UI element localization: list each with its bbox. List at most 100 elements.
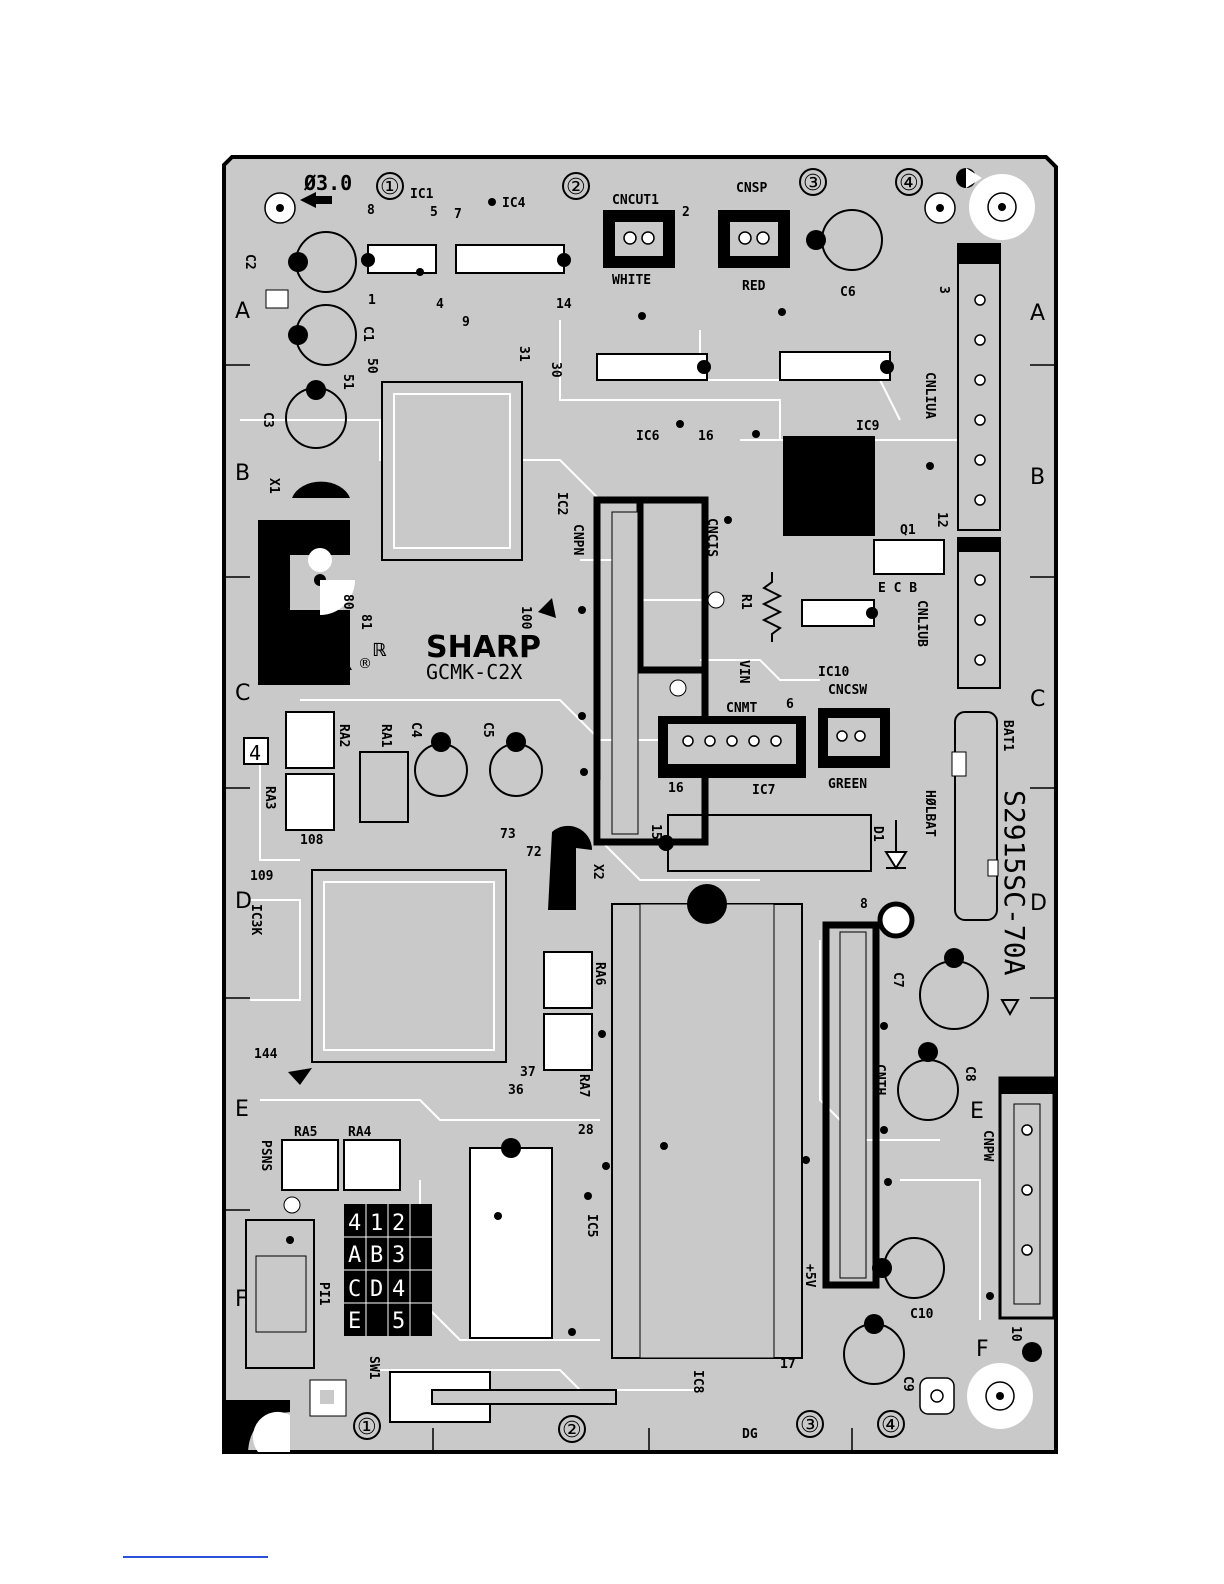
label-r1: R1 — [738, 594, 753, 610]
pin-31: 31 — [516, 346, 531, 362]
label-c3: C3 — [260, 412, 275, 428]
pin-16a: 16 — [698, 429, 714, 444]
pin-16b: 16 — [668, 781, 684, 796]
label-c2: C2 — [242, 254, 257, 270]
transistor-q1 — [873, 539, 945, 575]
pin-73: 73 — [500, 827, 516, 842]
key-b: B — [370, 1243, 383, 1268]
key-3: 3 — [392, 1243, 405, 1268]
key-2: 2 — [392, 1211, 405, 1236]
key-4b: 4 — [392, 1277, 405, 1302]
col-bottom-2: ② — [562, 1418, 582, 1443]
label-pi1: PI1 — [316, 1282, 331, 1306]
label-cnliub: CNLIUB — [914, 600, 929, 647]
label-dg: DG — [742, 1427, 758, 1442]
label-c6: C6 — [840, 285, 856, 300]
label-ra4: RA4 — [348, 1125, 372, 1140]
pin-4: 4 — [436, 297, 444, 312]
switch-sw1 — [389, 1371, 617, 1423]
pin-28: 28 — [578, 1123, 594, 1138]
row-left-f: F — [235, 1287, 248, 1312]
key-c: C — [348, 1277, 361, 1302]
pin-6: 6 — [786, 697, 794, 712]
pin-12: 12 — [934, 512, 949, 528]
label-sw1: SW1 — [366, 1356, 381, 1380]
key-d: D — [370, 1277, 383, 1302]
ic1-package — [361, 244, 437, 274]
label-c7: C7 — [890, 972, 905, 988]
label-ic1: IC1 — [410, 187, 434, 202]
col-bottom-4: ④ — [881, 1413, 901, 1438]
pin-2a: 2 — [682, 205, 690, 220]
pin-37: 37 — [520, 1065, 536, 1080]
grid-rows: A B C D E F A B C D E F — [235, 299, 1047, 1362]
pin-51: 51 — [340, 374, 355, 390]
cnpn-connector — [593, 496, 709, 846]
label-cnliua: CNLIUA — [922, 372, 937, 419]
ic8-package — [611, 884, 803, 1359]
label-ic7: IC7 — [752, 783, 775, 798]
frame-number-box — [243, 737, 269, 765]
pin-36: 36 — [508, 1083, 524, 1098]
pin-81: 81 — [358, 614, 373, 630]
label-ic6: IC6 — [636, 429, 660, 444]
cnmt-connector — [658, 716, 806, 778]
label-ra7: RA7 — [576, 1074, 591, 1097]
label-red: RED — [742, 279, 766, 294]
col-top-1: ① — [380, 175, 400, 200]
row-left-d: D — [235, 889, 252, 914]
key-4a: 4 — [348, 1211, 361, 1236]
label-ece: E C B — [878, 581, 917, 596]
label-c5: C5 — [480, 722, 495, 738]
label-ic2: IC2 — [554, 492, 569, 515]
label-c4: C4 — [408, 722, 423, 738]
label-q1: Q1 — [900, 523, 916, 538]
row-left-c: C — [235, 681, 250, 706]
hole-note: Ø3.0 — [303, 171, 352, 195]
alignment-markers — [300, 168, 1042, 1362]
row-right-d: D — [1030, 891, 1047, 916]
pin-17: 17 — [780, 1357, 796, 1372]
label-ic8: IC8 — [690, 1370, 705, 1394]
label-ic9: IC9 — [856, 419, 879, 434]
component-labels: IC1 IC4 CNCUT1 CNSP WHITE RED C6 IC6 IC9… — [242, 181, 1015, 1442]
cncsw-connector — [818, 708, 890, 768]
label-ra1: RA1 — [378, 724, 393, 748]
grid-columns-top: ① ② ③ ④ — [376, 168, 923, 200]
brand-text: SHARP — [426, 630, 541, 665]
col-bottom-1: ① — [357, 1415, 377, 1440]
label-cnsp: CNSP — [736, 181, 767, 196]
col-top-2: ② — [566, 175, 586, 200]
label-holbat: HØLBAT — [922, 790, 937, 837]
label-ic10: IC10 — [818, 665, 849, 680]
pin-30: 30 — [548, 362, 563, 378]
svg-text:®: ® — [358, 656, 372, 672]
pin-5: 5 — [430, 205, 438, 220]
label-ra3: RA3 — [262, 786, 277, 809]
cnpw-connector — [998, 1076, 1056, 1320]
label-c9: C9 — [900, 1376, 915, 1392]
ic2-qfp — [381, 381, 523, 561]
label-plus5v: +5V — [802, 1264, 817, 1288]
label-cncsw: CNCSW — [828, 683, 867, 698]
cnliua-connector — [957, 243, 1001, 531]
mounting-holes — [224, 174, 1035, 1452]
pin-100: 100 — [518, 606, 533, 630]
label-c10: C10 — [910, 1307, 934, 1322]
row-right-c: C — [1030, 687, 1045, 712]
label-ic4: IC4 — [502, 196, 526, 211]
frame-number: 4 — [249, 741, 261, 765]
resistor-r1 — [761, 572, 783, 642]
label-cnth: CNTH — [872, 1064, 887, 1095]
pin-72: 72 — [526, 845, 542, 860]
col-bottom-3: ③ — [800, 1413, 820, 1438]
label-ra2: RA2 — [336, 724, 351, 747]
label-ra5: RA5 — [294, 1125, 317, 1140]
cnth-connector — [822, 921, 880, 1289]
label-green: GREEN — [828, 777, 867, 792]
label-vin: VIN — [736, 660, 751, 684]
key-1: 1 — [370, 1211, 383, 1236]
ic9-area — [779, 351, 894, 536]
label-ra6: RA6 — [592, 962, 607, 986]
